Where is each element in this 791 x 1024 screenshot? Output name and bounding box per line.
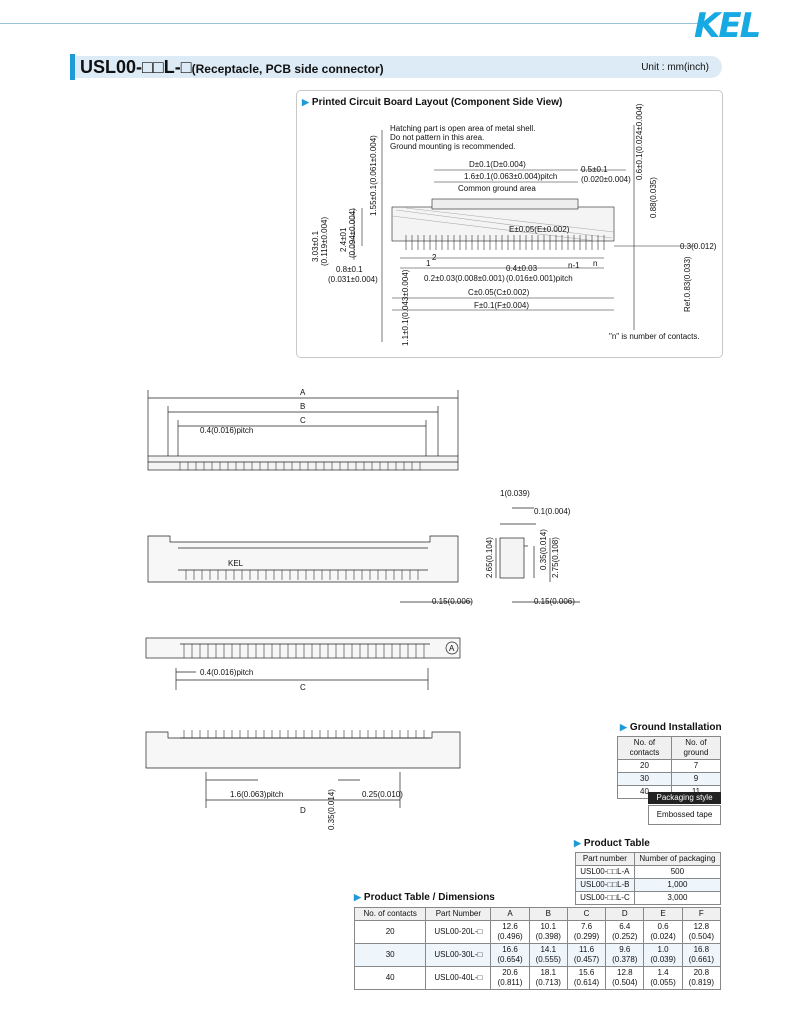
dim-vref: Ref.0.83(0.033): [683, 256, 692, 312]
dim-v24: 2.4±01: [339, 227, 348, 252]
dim-pitch04: 0.4(0.016)pitch: [200, 426, 253, 435]
dim-v24-in: (0.094±0.004): [348, 208, 357, 258]
pcb-note-line-3: Ground mounting is recommended.: [390, 142, 515, 151]
title-accent: [70, 54, 75, 80]
kel-marking: KEL: [228, 559, 244, 568]
dim-v155: 1.55±0.1(0.061±0.004): [369, 135, 378, 216]
title-sub: (Receptacle, PCB side connector): [191, 62, 384, 76]
dim-pitch16: 1.6(0.063)pitch: [230, 790, 283, 799]
pcb-note-line-1: Hatching part is open area of metal shel…: [390, 124, 535, 133]
dim-p02: 0.2±0.03(0.008±0.001): [424, 274, 505, 283]
dim-side-265: 2.65(0.104): [485, 537, 494, 578]
table-row: 40 USL00-40L-□ 20.6(0.811) 18.1(0.713) 1…: [353, 966, 722, 990]
dim-v11: 1.1±0.1(0.043±0.004): [401, 269, 410, 346]
dim-c: C±0.05(C±0.002): [468, 288, 530, 297]
dim-a: A: [300, 388, 306, 397]
dim-015: 0.15(0.006): [432, 597, 473, 606]
dim-pitch16: 1.6±0.1(0.063±0.004)pitch: [464, 172, 557, 181]
dim-half-in: (0.020±0.004): [581, 175, 631, 184]
triangle-icon: ▶: [354, 892, 361, 902]
contact-1: 1: [426, 259, 431, 268]
dim-v088: 0.88(0.035): [649, 177, 658, 218]
dim-side-275: 2.75(0.108): [551, 537, 560, 578]
dim-v303: 3.03±0.1: [311, 230, 320, 262]
dim-p08-in: (0.031±0.004): [328, 275, 378, 284]
dim-pitch04: 0.4±0.03: [506, 264, 538, 273]
ground-heading: ▶Ground Installation: [620, 722, 722, 733]
triangle-icon: ▶: [302, 97, 309, 107]
header-rule: [0, 23, 700, 24]
dimensions-table: No. of contacts Part Number A B C D E F …: [353, 907, 722, 990]
title-bar: [70, 56, 722, 78]
dimensions-heading: ▶Product Table / Dimensions: [354, 892, 495, 903]
dim-d: D: [300, 806, 306, 815]
common-ground-label: Common ground area: [458, 184, 536, 193]
page-title: USL00-□□L-□(Receptacle, PCB side connect…: [80, 57, 384, 78]
unit-label: Unit : mm(inch): [641, 62, 709, 73]
contact-2: 2: [432, 253, 437, 262]
dim-side-01: 0.1(0.004): [534, 507, 571, 516]
contact-n: n: [593, 259, 597, 268]
pcb-layout-drawing: Hatching part is open area of metal shel…: [311, 103, 717, 346]
dim-b: B: [300, 402, 305, 411]
kel-logo: KEL: [694, 6, 761, 46]
connector-drawings: A B C 0.4(0.016)pitch KEL 0.15(0.006) 0.…: [145, 388, 580, 830]
dim-f: F±0.1(F±0.004): [474, 301, 529, 310]
table-row: 20 USL00-20L-□ 12.6(0.496) 10.1(0.398) 7…: [353, 920, 722, 944]
product-table-heading: ▶Product Table: [574, 838, 650, 849]
dim-v06: 0.6±0.1(0.024±0.004): [635, 103, 644, 180]
packaging-heading: Packaging style: [648, 792, 721, 804]
dim-c: C: [300, 416, 306, 425]
pcb-note-line-2: Do not pattern in this area.: [390, 133, 484, 142]
dim-v303-in: (0.119±0.004): [320, 217, 329, 267]
triangle-icon: ▶: [574, 838, 581, 848]
triangle-icon: ▶: [620, 722, 627, 732]
dim-side-1: 1(0.039): [500, 489, 530, 498]
title-main: USL00-□□L-□: [80, 57, 192, 77]
dim-035: 0.35(0.014): [327, 789, 336, 830]
dim-015b: 0.15(0.006): [534, 597, 575, 606]
view-a-marker: A: [449, 644, 455, 653]
dim-p08: 0.8±0.1: [336, 265, 363, 274]
dim-e: E±0.05(E±0.002): [509, 225, 570, 234]
dim-025: 0.25(0.010): [362, 790, 403, 799]
dim-pitch04b: 0.4(0.016)pitch: [200, 668, 253, 677]
dim-side-035: 0.35(0.014): [539, 529, 548, 570]
dim-d: D±0.1(D±0.004): [469, 160, 526, 169]
dim-c2: C: [300, 683, 306, 692]
dim-half: 0.5±0.1: [581, 165, 608, 174]
contact-n1: n-1: [568, 261, 580, 270]
contacts-footnote: "n" is number of contacts.: [609, 332, 700, 341]
table-row: 30 USL00-30L-□ 16.6(0.654) 14.1(0.555) 1…: [353, 943, 722, 967]
pcb-layout-heading: ▶Printed Circuit Board Layout (Component…: [302, 97, 563, 108]
packaging-value: Embossed tape: [648, 805, 721, 825]
dim-v03: 0.3(0.012): [680, 242, 717, 251]
dim-pitch04-in: (0.016±0.001)pitch: [506, 274, 573, 283]
